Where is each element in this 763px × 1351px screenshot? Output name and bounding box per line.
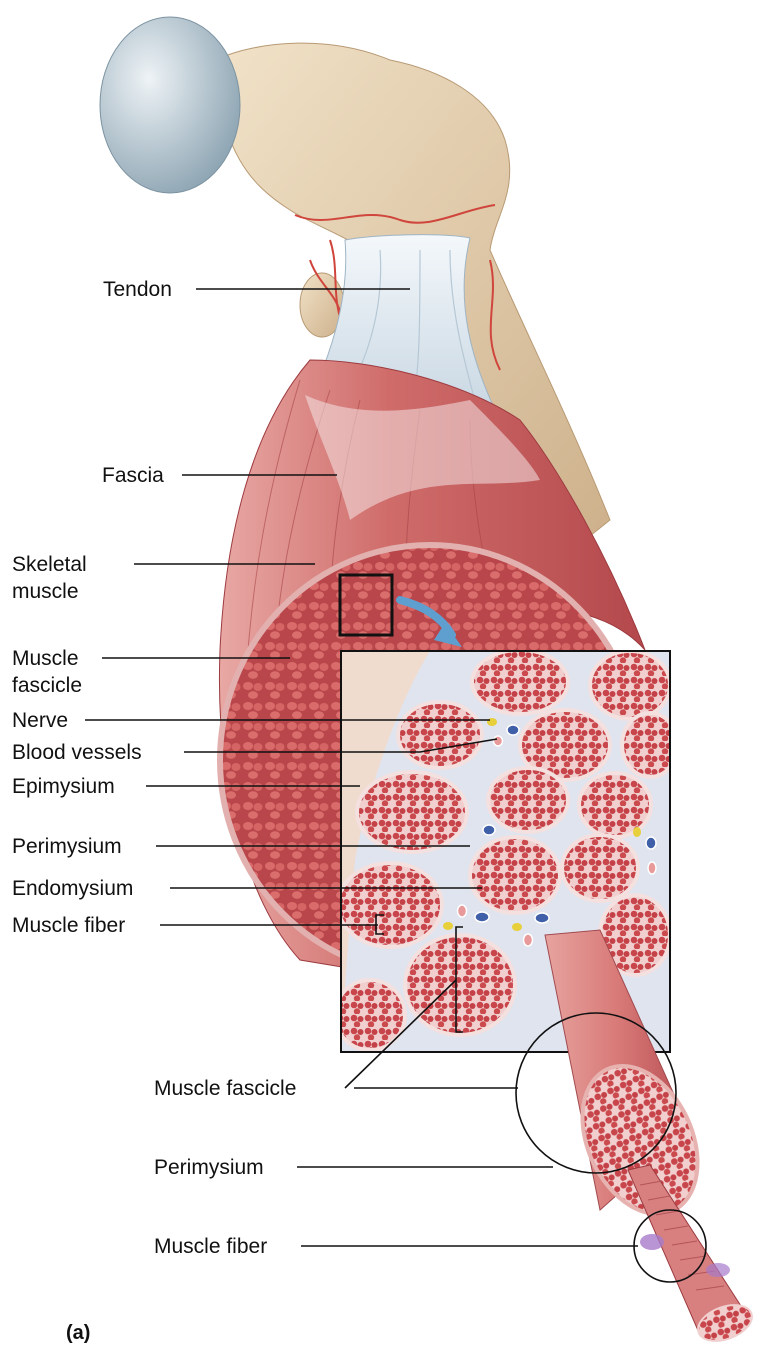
panel-letter: (a) [66,1322,90,1344]
label-muscle-fascicle-lower: Muscle fascicle [154,1077,296,1100]
label-blood-vessels: Blood vessels [12,741,142,764]
articular-cartilage-head [100,17,240,193]
label-fascia: Fascia [102,464,164,487]
label-muscle-fiber-lower: Muscle fiber [154,1235,267,1258]
label-skeletal-muscle-line1: Skeletal [12,553,87,576]
label-muscle-fascicle-line1: Muscle [12,647,79,670]
label-epimysium: Epimysium [12,775,115,798]
label-nerve: Nerve [12,709,68,732]
label-endomysium: Endomysium [12,877,133,900]
label-muscle-fiber: Muscle fiber [12,914,125,937]
label-skeletal-muscle-line2: muscle [12,580,79,603]
label-tendon: Tendon [103,278,172,301]
label-muscle-fascicle-line2: fascicle [12,674,82,697]
label-perimysium-lower: Perimysium [154,1156,264,1179]
label-perimysium: Perimysium [12,835,122,858]
